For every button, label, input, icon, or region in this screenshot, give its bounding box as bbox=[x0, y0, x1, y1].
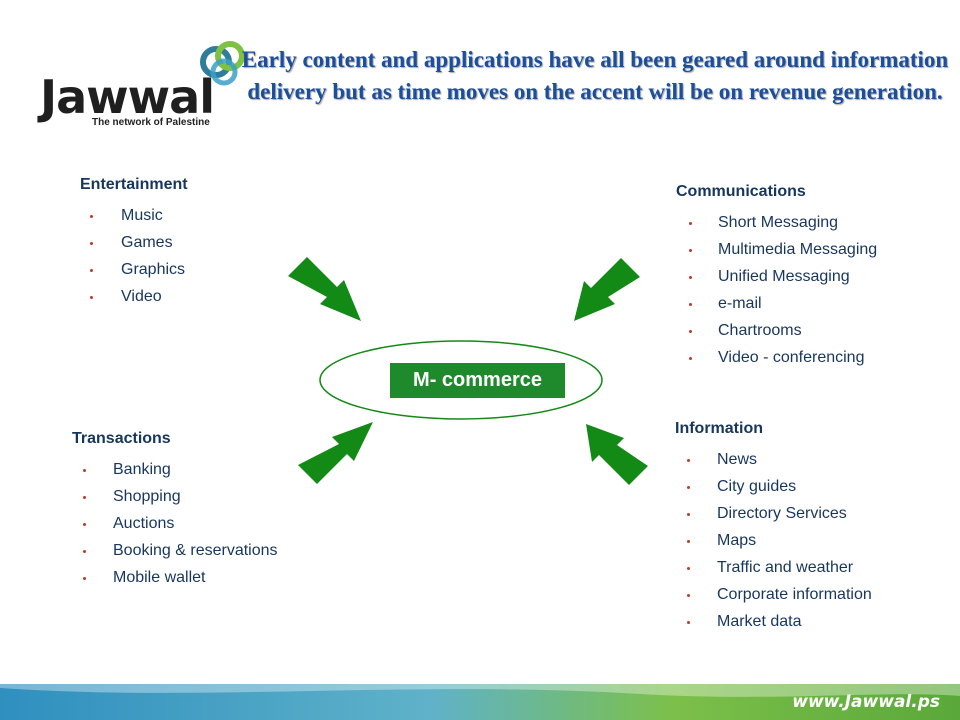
list-item: Traffic and weather bbox=[675, 554, 872, 581]
bullet-icon bbox=[83, 550, 86, 553]
list-item: Video - conferencing bbox=[676, 344, 877, 371]
bullet-icon bbox=[90, 215, 93, 218]
list-item: Video bbox=[80, 283, 188, 310]
list-item: Graphics bbox=[80, 256, 188, 283]
jawwal-logo: Jawwal The network of Palestine bbox=[40, 40, 255, 135]
list-item: Auctions bbox=[72, 510, 278, 537]
list-item: Multimedia Messaging bbox=[676, 236, 877, 263]
bullet-icon bbox=[689, 330, 692, 333]
information-group: Information News City guides Directory S… bbox=[675, 419, 872, 635]
bullet-icon bbox=[83, 496, 86, 499]
logo-rings-icon bbox=[200, 41, 245, 86]
page-title: Early content and applications have all … bbox=[241, 47, 949, 104]
arrow-information bbox=[586, 424, 648, 485]
bullet-icon bbox=[689, 249, 692, 252]
bullet-icon bbox=[689, 222, 692, 225]
entertainment-list: Music Games Graphics Video bbox=[80, 202, 188, 310]
arrow-transactions bbox=[298, 422, 373, 484]
bullet-icon bbox=[689, 303, 692, 306]
logo-wordmark: Jawwal bbox=[40, 70, 215, 124]
communications-group: Communications Short Messaging Multimedi… bbox=[676, 182, 877, 371]
list-item: Shopping bbox=[72, 483, 278, 510]
transactions-heading: Transactions bbox=[72, 430, 171, 447]
bullet-icon bbox=[687, 594, 690, 597]
list-item: Chartrooms bbox=[676, 317, 877, 344]
list-item: Corporate information bbox=[675, 581, 872, 608]
bullet-icon bbox=[83, 577, 86, 580]
list-item: Music bbox=[80, 202, 188, 229]
bullet-icon bbox=[687, 567, 690, 570]
bullet-icon bbox=[687, 540, 690, 543]
bullet-icon bbox=[689, 276, 692, 279]
information-list: News City guides Directory Services Maps… bbox=[675, 446, 872, 635]
bullet-icon bbox=[90, 242, 93, 245]
bullet-icon bbox=[83, 469, 86, 472]
communications-list: Short Messaging Multimedia Messaging Uni… bbox=[676, 209, 877, 371]
bullet-icon bbox=[90, 296, 93, 299]
entertainment-group: Entertainment Music Games Graphics Video bbox=[80, 175, 188, 310]
footer-url: www.Jawwal.ps bbox=[792, 692, 940, 712]
logo-tagline: The network of Palestine bbox=[92, 117, 210, 128]
list-item: Market data bbox=[675, 608, 872, 635]
bullet-icon bbox=[687, 459, 690, 462]
bullet-icon bbox=[687, 486, 690, 489]
bullet-icon bbox=[83, 523, 86, 526]
transactions-list: Banking Shopping Auctions Booking & rese… bbox=[72, 456, 278, 591]
list-item: Unified Messaging bbox=[676, 263, 877, 290]
list-item: Banking bbox=[72, 456, 278, 483]
list-item: Short Messaging bbox=[676, 209, 877, 236]
list-item: Maps bbox=[675, 527, 872, 554]
list-item: Directory Services bbox=[675, 500, 872, 527]
information-heading: Information bbox=[675, 420, 763, 437]
list-item: e-mail bbox=[676, 290, 877, 317]
m-commerce-label: M- commerce bbox=[390, 363, 565, 398]
list-item: Mobile wallet bbox=[72, 564, 278, 591]
list-item: Games bbox=[80, 229, 188, 256]
bullet-icon bbox=[90, 269, 93, 272]
list-item: News bbox=[675, 446, 872, 473]
arrow-communications bbox=[574, 258, 640, 321]
center-ellipse bbox=[319, 340, 603, 420]
communications-heading: Communications bbox=[676, 183, 806, 200]
bullet-icon bbox=[687, 513, 690, 516]
transactions-group: Transactions Banking Shopping Auctions B… bbox=[72, 429, 278, 591]
footer-band bbox=[0, 684, 960, 720]
entertainment-heading: Entertainment bbox=[80, 176, 188, 193]
arrow-entertainment bbox=[288, 257, 361, 321]
bullet-icon bbox=[689, 357, 692, 360]
list-item: Booking & reservations bbox=[72, 537, 278, 564]
bullet-icon bbox=[687, 621, 690, 624]
list-item: City guides bbox=[675, 473, 872, 500]
